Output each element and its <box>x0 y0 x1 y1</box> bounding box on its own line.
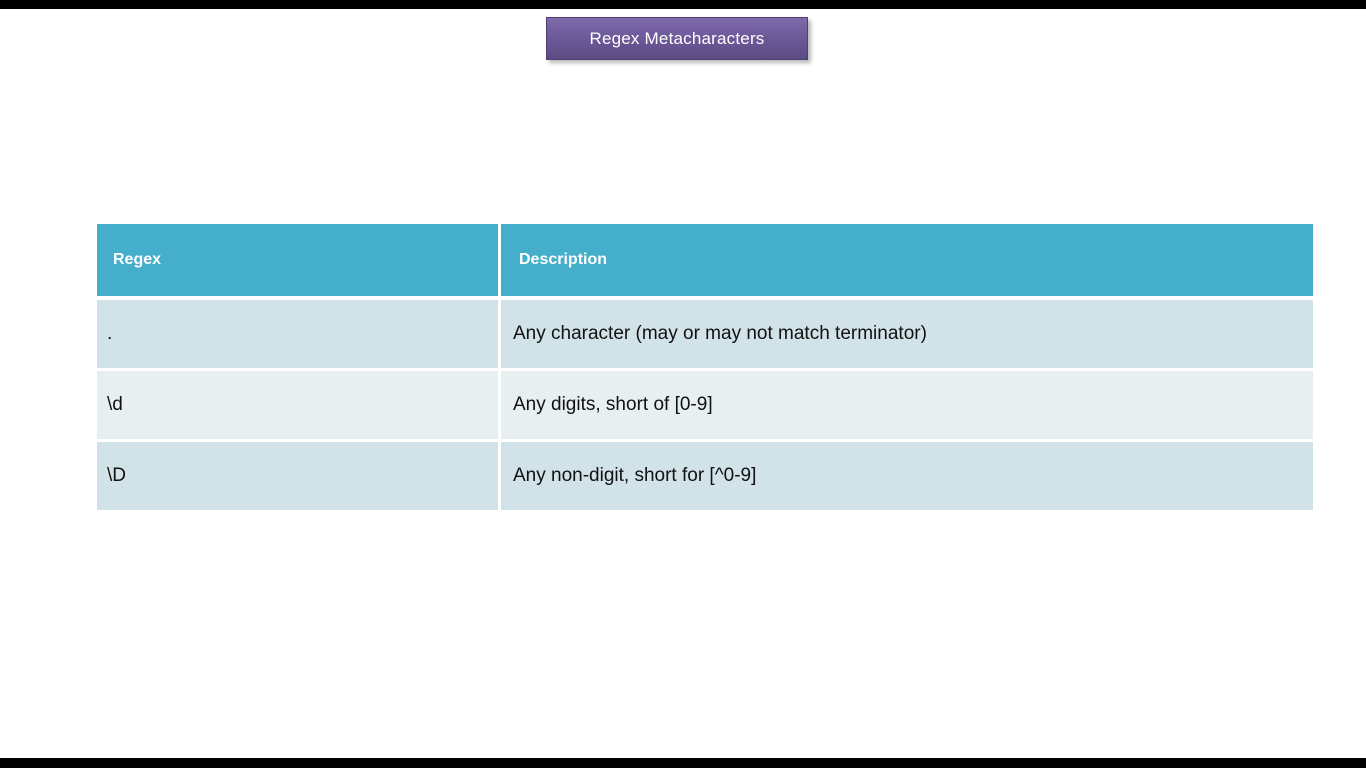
table-row: \d Any digits, short of [0-9] <box>97 371 1313 442</box>
regex-metacharacters-table: Regex Description . Any character (may o… <box>97 224 1313 510</box>
cell-regex: . <box>97 300 501 371</box>
table-header-row: Regex Description <box>97 224 1313 300</box>
table-body: . Any character (may or may not match te… <box>97 300 1313 510</box>
slide-title-banner: Regex Metacharacters <box>546 17 808 60</box>
cell-description: Any non-digit, short for [^0-9] <box>501 442 1313 510</box>
letterbox-bar-bottom <box>0 758 1366 768</box>
cell-description: Any character (may or may not match term… <box>501 300 1313 371</box>
slide-canvas: Regex Metacharacters Regex Description .… <box>0 9 1366 758</box>
cell-regex: \D <box>97 442 501 510</box>
table-header: Regex Description <box>97 224 1313 300</box>
cell-regex: \d <box>97 371 501 442</box>
table-row: . Any character (may or may not match te… <box>97 300 1313 371</box>
page-title: Regex Metacharacters <box>589 28 765 48</box>
column-header-regex: Regex <box>97 224 501 300</box>
column-header-description: Description <box>501 224 1313 300</box>
cell-description: Any digits, short of [0-9] <box>501 371 1313 442</box>
letterbox-bar-top <box>0 0 1366 9</box>
table-row: \D Any non-digit, short for [^0-9] <box>97 442 1313 510</box>
